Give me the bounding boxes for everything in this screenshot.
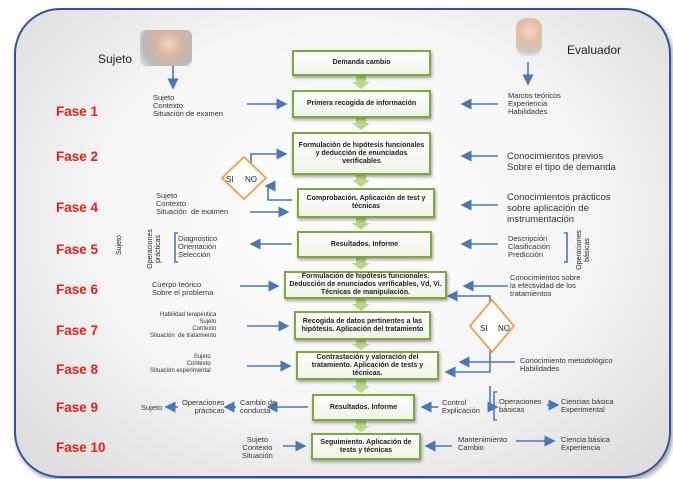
fase-label-5: Fase 5 — [56, 242, 99, 257]
fase-label-10: Fase 10 — [56, 440, 106, 455]
flow-arrow-2 — [352, 118, 370, 130]
left-text-fase5-list: Diagnostico Orientación Selección — [178, 234, 218, 260]
right-text-fase10-ciencia: Ciencia básica Experiencia — [561, 435, 610, 453]
right-text-fase9-ciencias: Ciencias básica Experimental — [561, 397, 614, 415]
fase-label-6: Fase 6 — [56, 282, 99, 297]
fase-label-9: Fase 9 — [56, 400, 99, 415]
right-text-fase10-mantenimiento: Mantenimiento Cambio — [458, 435, 508, 453]
decision-2-no: NO — [498, 324, 510, 333]
left-text-fase5-sujeto: Sujeto — [116, 235, 123, 255]
left-text-fase5-ops: Operaciones prácticas — [147, 229, 162, 269]
flow-arrow-3 — [352, 175, 370, 187]
bracket-f9-right — [493, 391, 497, 421]
step-resultados-informe-1: Resultados. Informe — [297, 231, 432, 258]
flow-arrow-1 — [352, 76, 370, 89]
right-text-fase9-ops: Operaciones básicas — [499, 397, 542, 415]
step-formulacion-tratamiento: Formulación de hipótesis funcionales. De… — [284, 271, 447, 299]
left-text-fase10: Sujeto Contexto Situación — [242, 435, 273, 461]
fase-label-4: Fase 4 — [56, 200, 99, 215]
bracket-f5-right — [564, 232, 568, 263]
step-demanda-cambio: Demanda cambio — [292, 50, 431, 76]
evaluador-label: Evaluador — [567, 43, 622, 57]
right-text-fase1: Marcos teóricos Experiencia Habilidades — [508, 91, 561, 117]
fase-label-7: Fase 7 — [56, 323, 99, 338]
flow-arrow-8 — [352, 380, 370, 393]
decision-1-no: NO — [245, 175, 257, 184]
fase-label-1: Fase 1 — [56, 104, 99, 119]
flow-arrow-9 — [352, 421, 370, 432]
bracket-f5-left — [174, 232, 178, 263]
arrow-d2-to-f8 — [444, 348, 491, 378]
left-text-fase1: Sujeto Contexto Situación de examen — [153, 93, 224, 119]
right-text-fase5-ops: Operaciones básicas — [576, 230, 591, 270]
flow-arrow-7 — [352, 340, 370, 350]
decision-2-si: SI — [480, 324, 488, 333]
flow-arrow-5 — [352, 258, 370, 270]
evaluador-avatar-icon — [516, 18, 542, 56]
left-text-fase8: Sujeto Contexto Situación experimental — [150, 354, 211, 374]
step-seguimiento: Seguimiento. Aplicación de tests y técni… — [311, 433, 421, 460]
decision-1-si: SI — [226, 175, 234, 184]
step-resultados-informe-2: Resultados. Informe — [312, 394, 415, 421]
sujeto-label: Sujeto — [98, 52, 133, 66]
fase-label-8: Fase 8 — [56, 362, 99, 377]
decision-diamond-1 — [220, 155, 268, 201]
left-text-fase9-cambio: Cambio de conducta — [240, 398, 277, 416]
right-text-fase9-control: Control Explicación — [442, 398, 480, 416]
left-text-fase7: Habilidad terapéutica Sujeto Contexto Si… — [150, 312, 217, 339]
right-text-fase8: Conocimiento metodológico Habilidades — [520, 356, 613, 374]
left-text-fase6: Cuerpo teórico Sobre el problema — [152, 280, 214, 298]
decision-diamond-2 — [468, 298, 516, 354]
left-text-fase4: Sujeto Contexto Situación de examen — [156, 191, 229, 217]
sujeto-avatar-icon — [140, 30, 192, 66]
step-primera-recogida: Primera recogida de información — [292, 90, 431, 118]
step-contrastacion: Contrastación y valoración del tratamien… — [296, 351, 439, 380]
fase-label-2: Fase 2 — [56, 149, 99, 164]
right-text-fase4: Conocimientos prácticos sobre aplicación… — [507, 192, 611, 225]
left-text-fase9-ops: Operaciones prácticas — [182, 398, 225, 416]
right-text-fase6: Conocimientos sobre la efectividad de lo… — [510, 273, 581, 299]
step-recogida-datos: Recogida de datos pertinentes a las hipó… — [294, 311, 431, 340]
flow-arrow-6 — [352, 299, 370, 311]
flow-arrow-4 — [352, 218, 370, 230]
step-formulacion-hipotesis: Formulación de hipótesis funcionales y d… — [292, 132, 431, 175]
arrow-f4-to-d1 — [264, 180, 292, 201]
right-text-fase5-list: Descripción Clasificación Predicción — [508, 234, 551, 260]
step-comprobacion: Comprobación. Aplicación de test y técni… — [297, 188, 435, 218]
right-text-fase2: Conocimientos previos Sobre el tipo de d… — [507, 151, 616, 173]
left-text-fase9-sujeto: Sujeto — [141, 403, 163, 412]
